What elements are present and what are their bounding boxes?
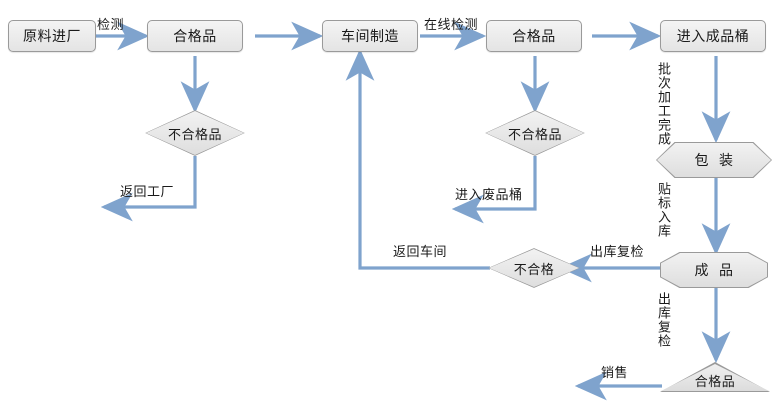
node-label: 不合格品 (167, 127, 222, 143)
edge-unqualified3-return-workshop (358, 62, 490, 270)
node-label: 车间制造 (341, 29, 399, 45)
node-label: 合格品 (694, 375, 736, 390)
edge-label-batch-processing-done: 批次加工完成 (655, 62, 670, 146)
edge-label-enter-waste-barrel: 进入废品桶 (455, 188, 523, 203)
edge-label-online-inspection: 在线检测 (424, 18, 479, 33)
node-label: 进入成品桶 (676, 29, 750, 45)
node-packaging[interactable]: 包 装 (656, 142, 772, 178)
edge-label-return-workshop: 返回车间 (393, 245, 448, 260)
edge-label-label-and-store: 贴标入库 (655, 182, 670, 238)
edge-unqualified2-to-waste (472, 156, 537, 211)
node-label: 原料进厂 (23, 29, 81, 45)
node-label: 包 装 (694, 153, 734, 169)
node-raw-material-entry[interactable]: 原料进厂 (8, 20, 96, 52)
node-final-qualified[interactable]: 合格品 (660, 362, 770, 392)
octagon-fill (661, 253, 767, 287)
edge-unqualified1-return-factory (120, 156, 197, 209)
node-label: 合格品 (173, 29, 217, 45)
edge-label-outbound-recheck: 出库复检 (590, 245, 645, 260)
node-qualified-2[interactable]: 合格品 (486, 20, 582, 52)
node-label: 不合格品 (507, 127, 562, 143)
node-qualified-1[interactable]: 合格品 (147, 20, 243, 52)
node-finished-product[interactable]: 成 品 (660, 252, 768, 288)
edge-label-sales: 销售 (601, 366, 629, 381)
node-label: 不合格 (513, 262, 555, 278)
edge-label-outbound-recheck-2: 出库复检 (655, 292, 670, 348)
node-label: 成 品 (694, 263, 734, 279)
edge-label-inspection: 检测 (97, 18, 125, 33)
hexagon-fill (657, 143, 771, 177)
node-workshop-manufacturing[interactable]: 车间制造 (322, 20, 418, 52)
edge-label-return-factory: 返回工厂 (120, 185, 175, 200)
node-enter-finished-barrel[interactable]: 进入成品桶 (660, 20, 766, 52)
node-label: 合格品 (512, 29, 556, 45)
